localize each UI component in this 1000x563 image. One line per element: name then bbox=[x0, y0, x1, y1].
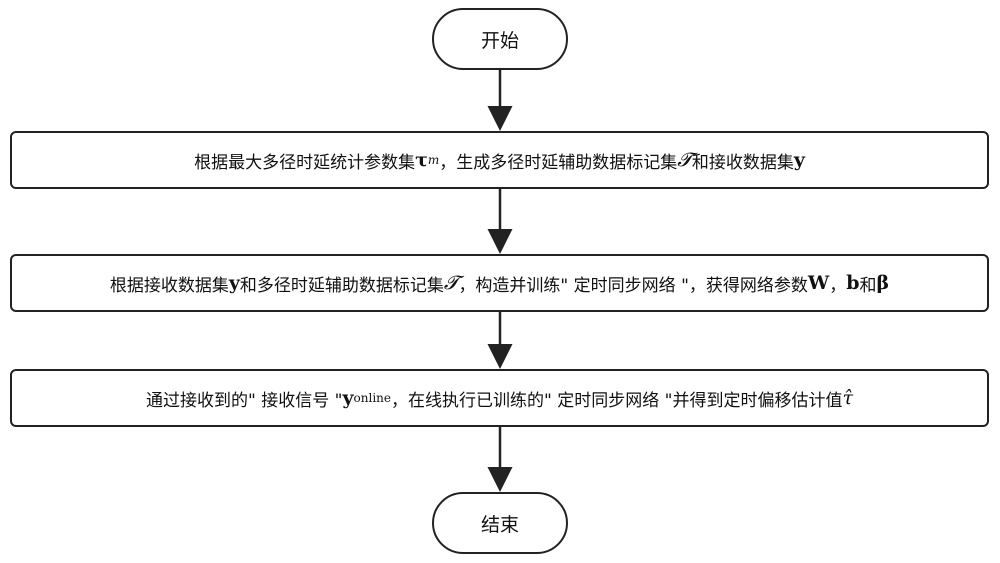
step1-symbol-tau-subscript: m bbox=[428, 153, 439, 167]
end-label: 结束 bbox=[481, 510, 519, 537]
step3-text-2: ，在线执行已训练的" 定时同步网络 "并得到定时偏移估计值 bbox=[391, 386, 842, 411]
step2-symbol-b: b bbox=[846, 272, 859, 294]
step2-text-1: 根据接收数据集 bbox=[110, 271, 229, 296]
end-terminal: 结束 bbox=[432, 492, 568, 554]
step2-text-2: 和多径时延辅助数据标记集 bbox=[240, 271, 444, 296]
step2-symbol-W: W bbox=[808, 272, 829, 294]
step2-text-4: ， bbox=[829, 271, 846, 296]
step2-symbol-y: y bbox=[229, 272, 240, 294]
step3-process-box: 通过接收到的" 接收信号 " yonline，在线执行已训练的" 定时同步网络 … bbox=[10, 369, 989, 427]
step3-text-1: 通过接收到的" 接收信号 " bbox=[146, 386, 342, 411]
step1-text-1: 根据最大多径时延统计参数集 bbox=[194, 148, 415, 173]
step2-process-box: 根据接收数据集y和多径时延辅助数据标记集𝓣，构造并训练" 定时同步网络 "，获得… bbox=[10, 254, 989, 312]
step1-symbol-y: y bbox=[794, 149, 805, 171]
step1-process-box: 根据最大多径时延统计参数集τm，生成多径时延辅助数据标记集𝓣 和接收数据集y bbox=[10, 131, 989, 189]
step2-symbol-beta: β bbox=[877, 272, 890, 294]
step1-text-3: 和接收数据集 bbox=[692, 148, 794, 173]
step2-text-3: ，构造并训练" 定时同步网络 "，获得网络参数 bbox=[458, 271, 807, 296]
step2-symbol-T: 𝓣 bbox=[444, 272, 459, 294]
step1-symbol-tau: τ bbox=[415, 149, 428, 171]
step3-symbol-tau-hat: τ̂ bbox=[842, 387, 853, 409]
step3-symbol-y-superscript: online bbox=[354, 391, 391, 405]
step2-text-5: 和 bbox=[860, 271, 877, 296]
step1-symbol-T: 𝓣 bbox=[677, 149, 692, 171]
step3-symbol-y: y bbox=[342, 387, 353, 409]
start-label: 开始 bbox=[481, 26, 519, 53]
step1-text-2: ，生成多径时延辅助数据标记集 bbox=[439, 148, 677, 173]
start-terminal: 开始 bbox=[432, 8, 568, 70]
